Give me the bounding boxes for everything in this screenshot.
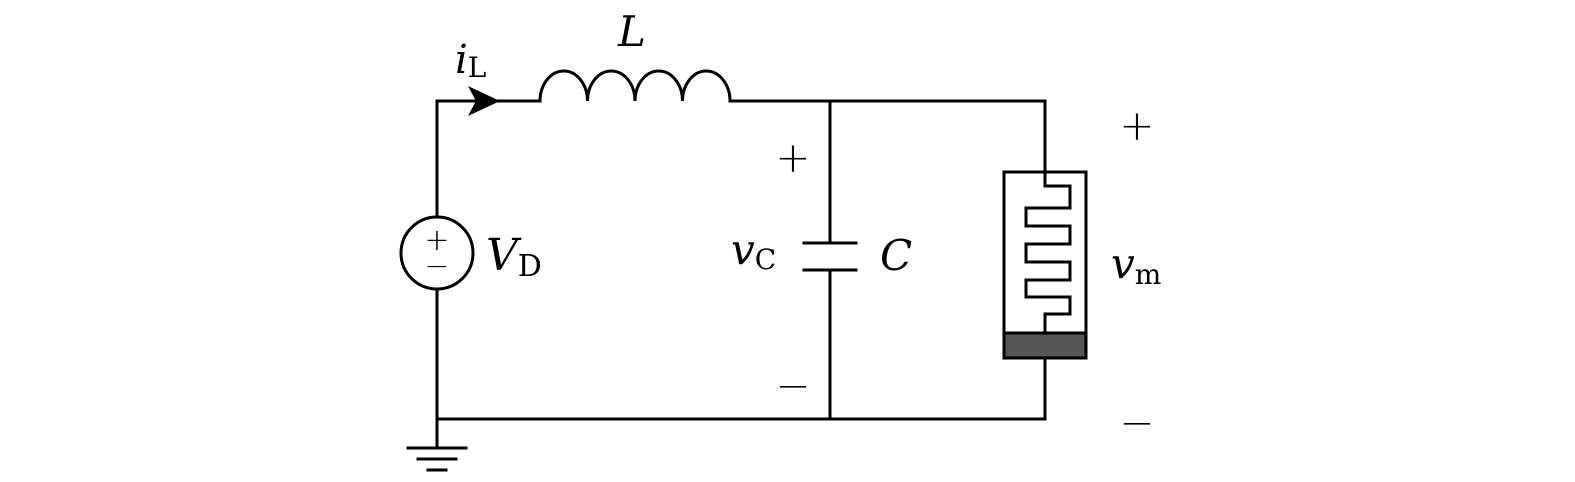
source-minus-sign: − xyxy=(424,249,449,284)
capacitor-voltage-label: vC xyxy=(731,225,776,276)
voltage-source: + − xyxy=(399,215,475,291)
load-minus-sign: − xyxy=(1119,398,1154,447)
load-plus-sign: + xyxy=(1119,101,1154,150)
capacitor-plus-sign: + xyxy=(775,133,810,182)
load-electrode-bar xyxy=(1002,331,1088,360)
wire-left-bottom xyxy=(435,288,1047,421)
wires xyxy=(435,99,1047,450)
current-label: iL xyxy=(455,37,486,84)
capacitor xyxy=(802,241,858,272)
capacitor-label: C xyxy=(880,231,912,280)
wire-top-right xyxy=(728,99,1047,174)
source-label: VD xyxy=(486,230,542,284)
load-comb-electrode xyxy=(1024,170,1072,335)
load-voltage-label: vm xyxy=(1111,239,1161,291)
source-plus-sign: + xyxy=(424,223,449,258)
wire-left-top xyxy=(435,99,542,217)
current-arrow xyxy=(468,86,500,116)
load-element xyxy=(1002,170,1088,360)
ground-symbol xyxy=(406,446,468,472)
inductor xyxy=(538,69,732,103)
capacitor-minus-sign: − xyxy=(775,361,810,410)
inductor-label: L xyxy=(617,7,646,56)
